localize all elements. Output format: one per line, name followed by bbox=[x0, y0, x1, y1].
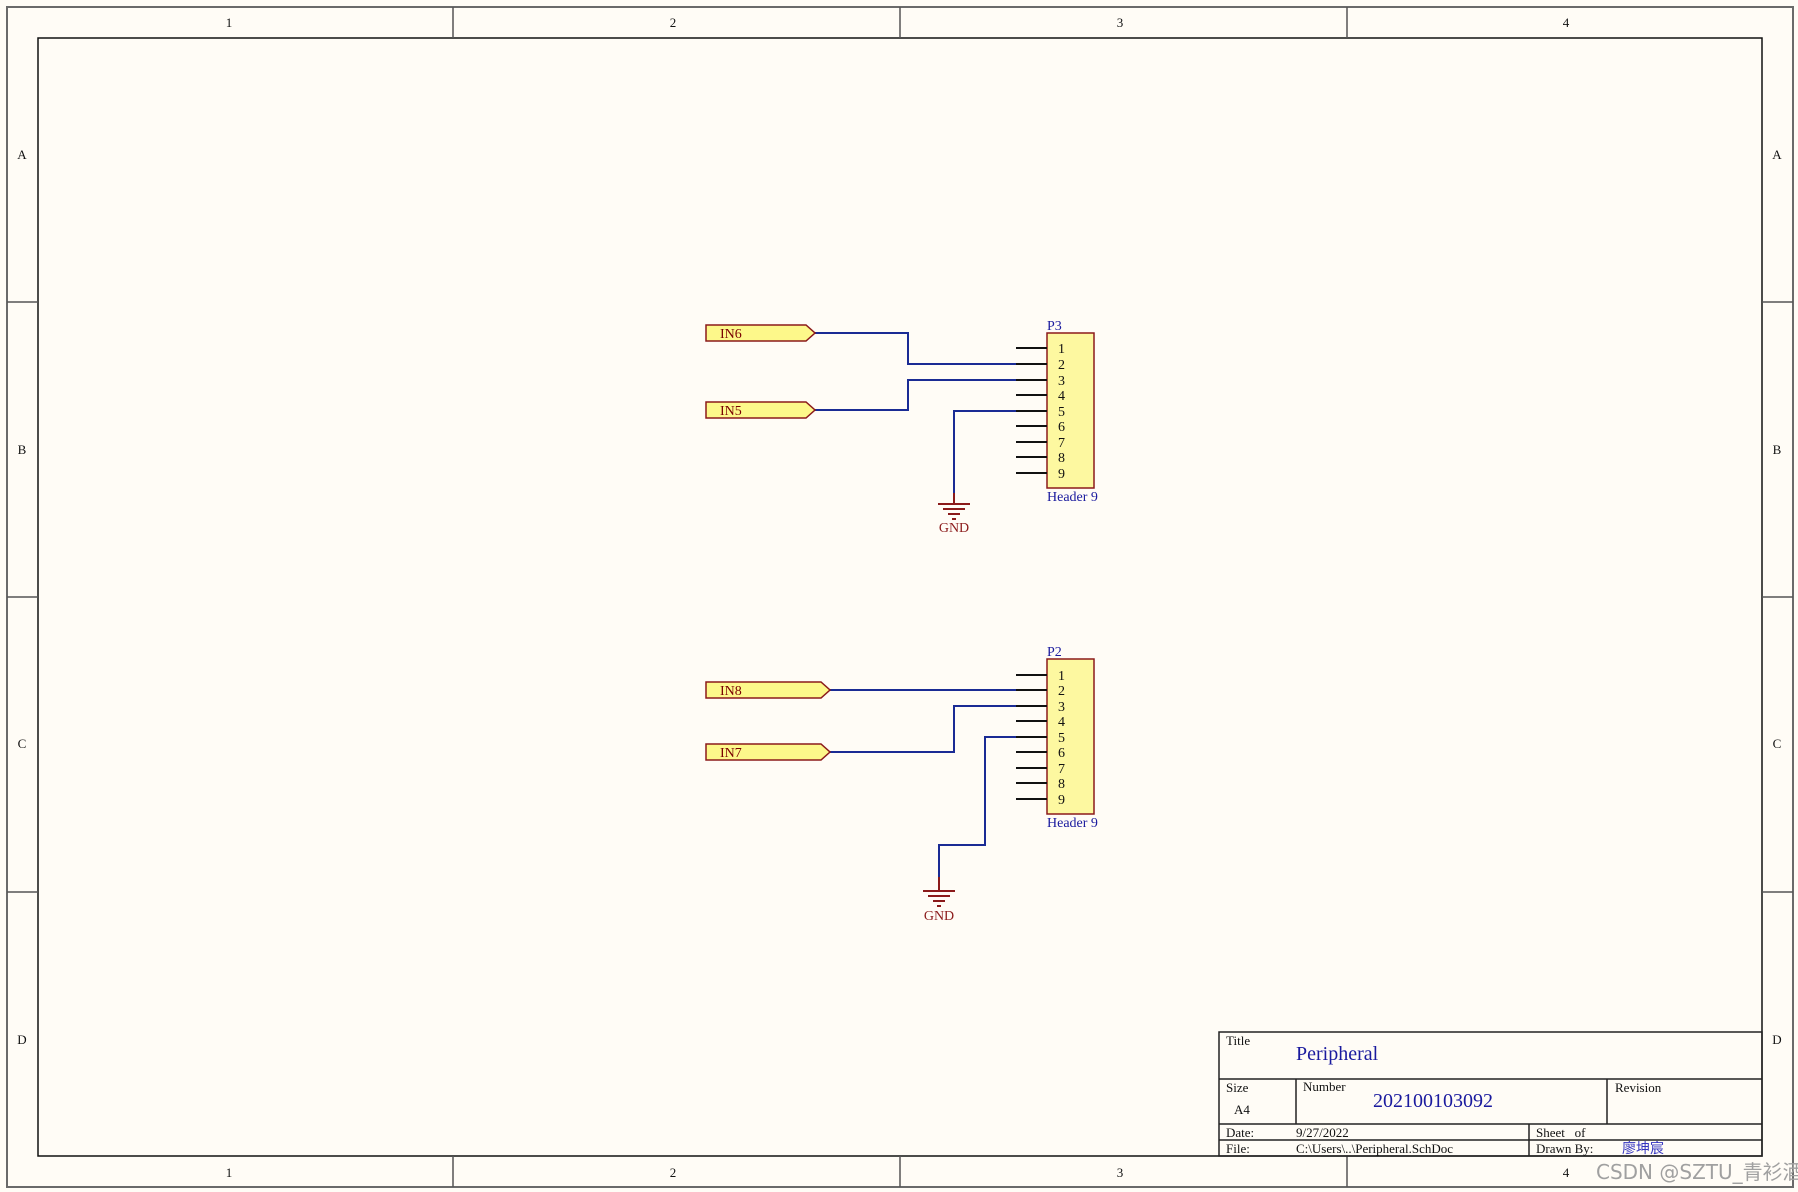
size-value: A4 bbox=[1234, 1102, 1250, 1117]
pin-number: 7 bbox=[1058, 762, 1065, 777]
zone-grid bbox=[7, 7, 1793, 1187]
inner-border bbox=[37, 37, 1763, 1157]
zone-row-c-left: C bbox=[18, 736, 27, 751]
port-in8[interactable]: IN8 bbox=[705, 681, 832, 699]
component-body bbox=[1046, 658, 1095, 815]
zone-col-1-bottom: 1 bbox=[226, 1165, 233, 1180]
revision-label: Revision bbox=[1615, 1080, 1662, 1095]
port-in7[interactable]: IN7 bbox=[705, 743, 832, 761]
component-designator: P2 bbox=[1047, 645, 1062, 660]
date-value: 9/27/2022 bbox=[1296, 1125, 1349, 1140]
wire-gnd-p3[interactable] bbox=[953, 410, 1016, 497]
pin-number: 3 bbox=[1058, 374, 1065, 389]
date-label: Date: bbox=[1226, 1125, 1254, 1140]
sheet-label: Sheet of bbox=[1536, 1125, 1586, 1140]
port-label: IN7 bbox=[720, 746, 742, 761]
wire-gnd-p2[interactable] bbox=[938, 736, 1016, 880]
pin-number: 5 bbox=[1058, 405, 1065, 420]
wires-p2 bbox=[830, 689, 1016, 880]
port-label: IN5 bbox=[720, 404, 742, 419]
watermark: CSDN @SZTU_青衫酒 bbox=[1596, 1160, 1798, 1184]
gnd-label: GND bbox=[939, 521, 969, 536]
pin-number: 8 bbox=[1058, 777, 1065, 792]
zone-col-2-bottom: 2 bbox=[670, 1165, 677, 1180]
pin-number: 7 bbox=[1058, 436, 1065, 451]
zone-col-4-bottom: 4 bbox=[1563, 1165, 1570, 1180]
pin-number: 1 bbox=[1058, 669, 1065, 684]
pin-number: 2 bbox=[1058, 358, 1065, 373]
pin-number: 6 bbox=[1058, 746, 1065, 761]
zone-col-3-top: 3 bbox=[1117, 15, 1124, 30]
pin-number: 6 bbox=[1058, 420, 1065, 435]
zone-row-d-right: D bbox=[1772, 1032, 1781, 1047]
zone-col-2-top: 2 bbox=[670, 15, 677, 30]
port-label: IN8 bbox=[720, 684, 742, 699]
wire-in6[interactable] bbox=[815, 332, 1016, 365]
zone-row-a-left: A bbox=[17, 147, 27, 162]
drawn-by-value: 廖坤宸 bbox=[1622, 1140, 1664, 1157]
port-in5[interactable]: IN5 bbox=[705, 401, 817, 419]
wire-in7[interactable] bbox=[830, 705, 1016, 753]
component-p3[interactable]: P3 1 2 3 4 5 6 7 8 9 Header 9 bbox=[1016, 319, 1098, 505]
number-value: 202100103092 bbox=[1373, 1090, 1493, 1112]
gnd-symbol-p2[interactable]: GND bbox=[923, 877, 955, 924]
zone-row-d-left: D bbox=[17, 1032, 26, 1047]
size-label: Size bbox=[1226, 1080, 1249, 1095]
file-label: File: bbox=[1226, 1141, 1250, 1156]
title-label: Title bbox=[1226, 1033, 1250, 1048]
zone-row-b-right: B bbox=[1773, 442, 1782, 457]
zone-col-4-top: 4 bbox=[1563, 15, 1570, 30]
pin-list bbox=[1016, 347, 1047, 474]
title-value: Peripheral bbox=[1296, 1043, 1379, 1065]
zone-row-c-right: C bbox=[1773, 736, 1782, 751]
pin-number: 9 bbox=[1058, 793, 1065, 808]
wire-in5[interactable] bbox=[815, 379, 1016, 411]
pin-number: 9 bbox=[1058, 467, 1065, 482]
component-body bbox=[1046, 332, 1095, 489]
zone-row-b-left: B bbox=[18, 442, 27, 457]
zone-col-3-bottom: 3 bbox=[1117, 1165, 1124, 1180]
component-p2[interactable]: P2 1 2 3 4 5 6 7 8 9 Header 9 bbox=[1016, 645, 1098, 831]
pin-number: 4 bbox=[1058, 715, 1065, 730]
pin-number: 2 bbox=[1058, 684, 1065, 699]
pin-number: 3 bbox=[1058, 700, 1065, 715]
gnd-label: GND bbox=[924, 909, 954, 924]
pin-number: 1 bbox=[1058, 342, 1065, 357]
zone-col-1-top: 1 bbox=[226, 15, 233, 30]
file-value: C:\Users\..\Peripheral.SchDoc bbox=[1296, 1141, 1453, 1156]
zone-row-a-right: A bbox=[1772, 147, 1782, 162]
pin-number: 4 bbox=[1058, 389, 1065, 404]
number-label: Number bbox=[1303, 1079, 1346, 1094]
port-label: IN6 bbox=[720, 327, 742, 342]
outer-border bbox=[6, 6, 1794, 1188]
component-designator: P3 bbox=[1047, 319, 1062, 334]
drawn-by-label: Drawn By: bbox=[1536, 1141, 1593, 1156]
wires-p3 bbox=[815, 332, 1016, 497]
component-comment: Header 9 bbox=[1047, 816, 1098, 831]
pin-number: 5 bbox=[1058, 731, 1065, 746]
title-block: Title Peripheral Size A4 Number 20210010… bbox=[1218, 1031, 1763, 1157]
pin-list bbox=[1016, 674, 1047, 800]
component-comment: Header 9 bbox=[1047, 490, 1098, 505]
port-in6[interactable]: IN6 bbox=[705, 324, 817, 342]
gnd-symbol-p3[interactable]: GND bbox=[938, 493, 970, 536]
pin-number: 8 bbox=[1058, 451, 1065, 466]
